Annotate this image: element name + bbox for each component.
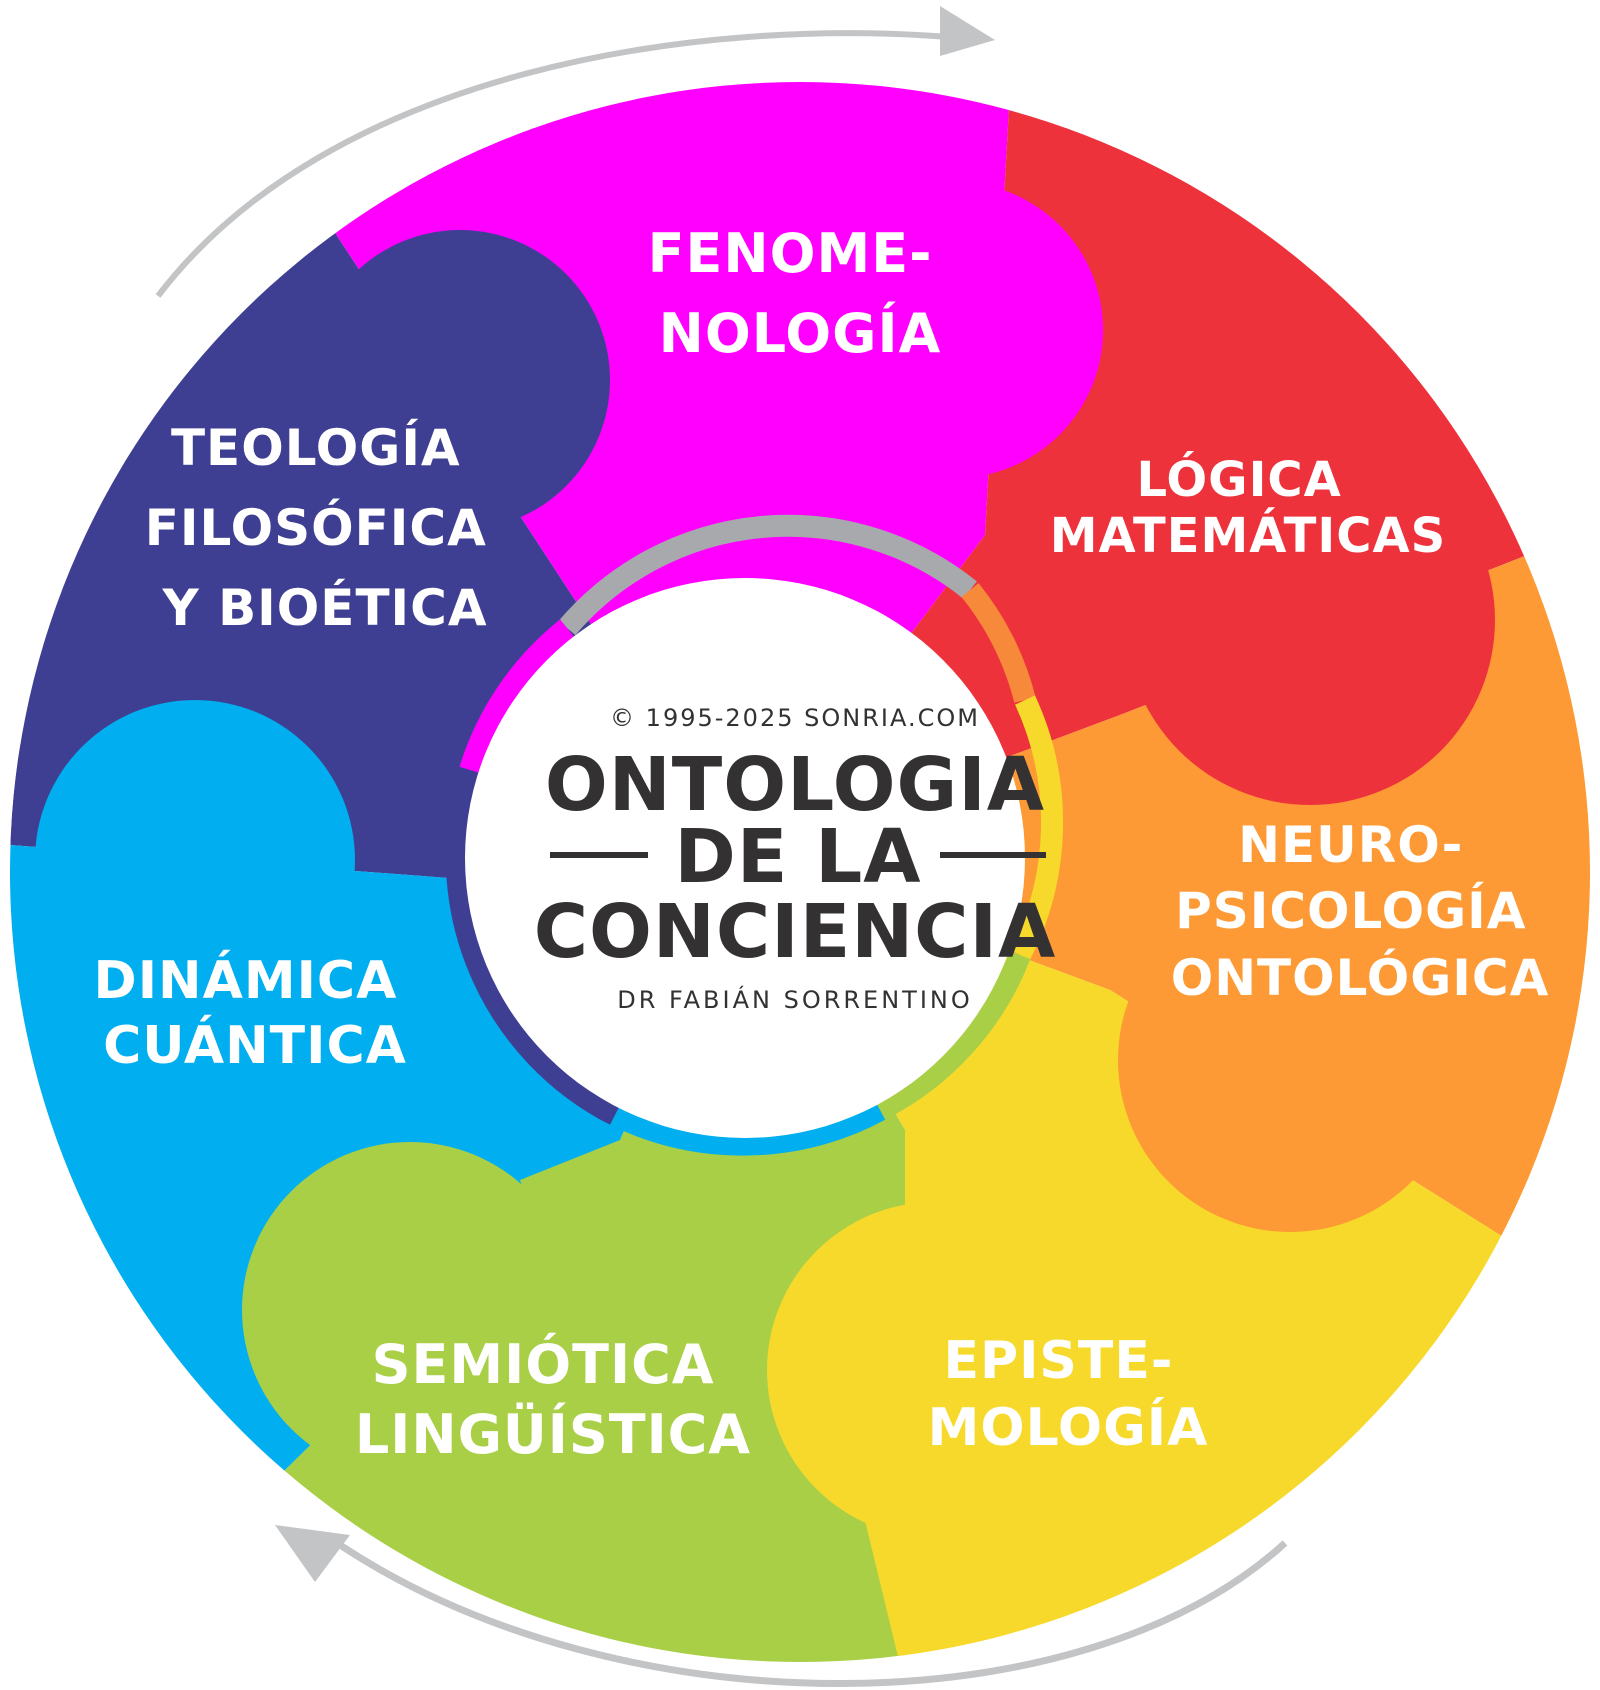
label-logica: LÓGICA MATEMÁTICAS — [1050, 451, 1446, 564]
title-line-1: ONTOLOGIA — [545, 742, 1045, 828]
author-text: DR FABIÁN SORRENTINO — [617, 985, 973, 1014]
copyright-text: © 1995-2025 SONRIA.COM — [610, 704, 980, 732]
label-neuropsicologia: NEURO- PSICOLOGÍA ONTOLÓGICA — [1171, 816, 1550, 1007]
center-ring — [445, 514, 1064, 1156]
label-dinamica: DINÁMICA CUÁNTICA — [94, 950, 417, 1076]
center-circle — [465, 578, 1025, 1138]
top-clockwise-arrow-icon — [155, 6, 995, 298]
title-line-3: CONCIENCIA — [534, 889, 1057, 975]
title-line-2: DE LA — [674, 814, 921, 900]
bottom-counterclockwise-arrow-icon — [275, 1525, 1288, 1687]
label-epistemologia: EPISTE- MOLOGÍA — [928, 1331, 1209, 1458]
label-semiotica: SEMIÓTICA LINGÜÍSTICA — [355, 1333, 751, 1466]
label-fenomenologia: FENOME- NOLOGÍA — [648, 222, 953, 365]
label-teologia: TEOLOGÍA FILOSÓFICA Y BIOÉTICA — [145, 418, 505, 637]
